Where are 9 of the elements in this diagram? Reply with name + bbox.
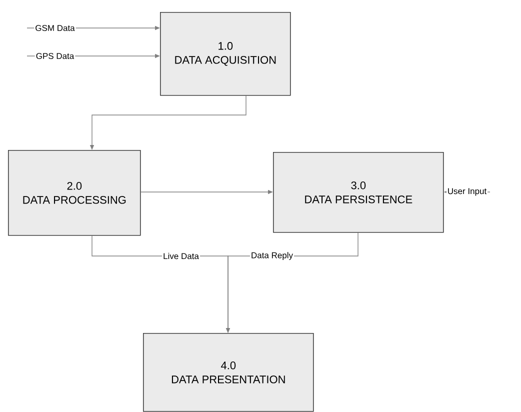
process-box: 1.0 DATA ACQUISITION: [160, 12, 291, 96]
edge-label: GSM Data: [34, 24, 76, 32]
edge-label: Live Data: [162, 252, 200, 260]
edge-label: GPS Data: [34, 52, 76, 60]
process-box: 4.0 DATA PRESENTATION: [143, 333, 314, 412]
process-box: 3.0 DATA PERSISTENCE: [273, 152, 444, 233]
process-box: 2.0 DATA PROCESSING: [8, 150, 141, 236]
edge-label: User Input: [446, 187, 488, 197]
edge-label: Data Reply: [250, 251, 294, 261]
